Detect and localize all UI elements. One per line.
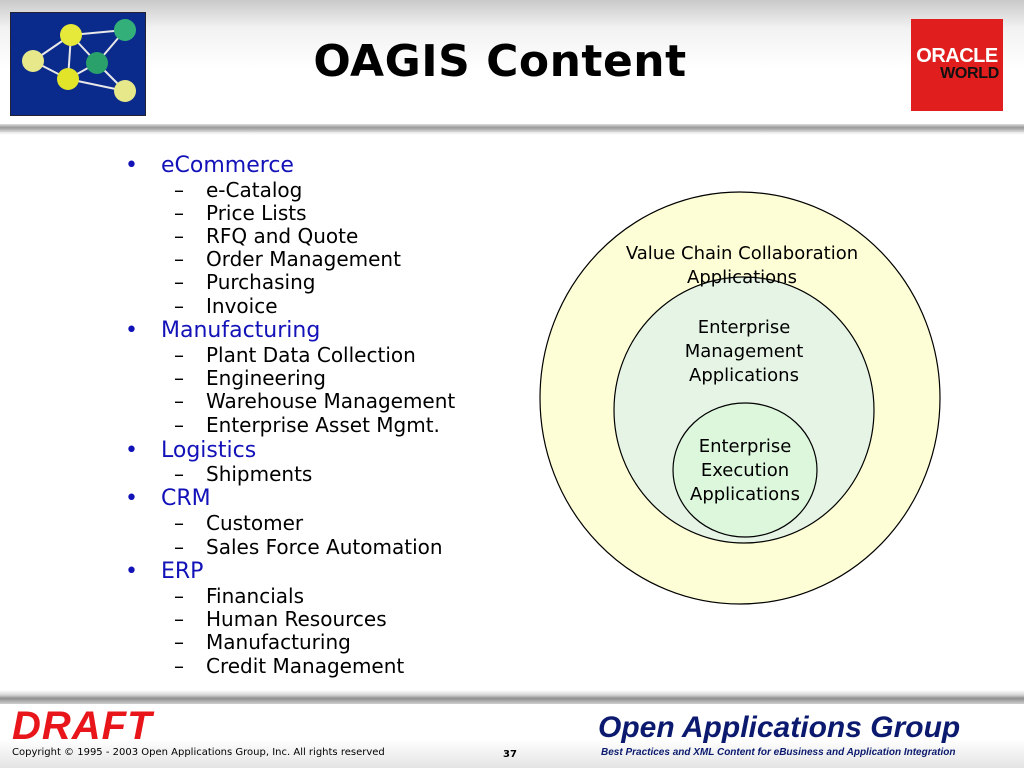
list-item-label: e-Catalog (206, 178, 303, 202)
list-item: –Order Management (174, 247, 401, 271)
outer-circle-label: Value Chain Collaboration Applications (590, 242, 894, 290)
page-title: OAGIS Content (313, 36, 687, 87)
list-item-label: Plant Data Collection (206, 343, 416, 367)
list-item-label: Enterprise Asset Mgmt. (206, 413, 440, 437)
list-item-label: Invoice (206, 294, 278, 318)
brand-badge-line1: ORACLE (916, 45, 998, 67)
brand-badge-line2: WORLD (940, 65, 999, 82)
list-item-label: Human Resources (206, 607, 387, 631)
bullet-heading: • eCommerce (125, 153, 294, 179)
list-item: –Engineering (174, 366, 326, 390)
bullet-heading-label: eCommerce (161, 153, 294, 178)
list-item: –Human Resources (174, 607, 387, 631)
list-item-label: Credit Management (206, 654, 405, 678)
list-item-label: Shipments (206, 462, 313, 486)
bullet-heading-label: ERP (161, 559, 204, 584)
list-item: –Credit Management (174, 654, 405, 678)
list-item-label: Purchasing (206, 270, 316, 294)
bullet-heading: • ERP (125, 559, 203, 585)
bullet-dot: • (125, 318, 138, 343)
middle-circle-label-line2: Management (684, 341, 804, 362)
list-item: –RFQ and Quote (174, 224, 359, 248)
organization-name: Open Applications Group (598, 711, 961, 744)
inner-circle (672, 402, 818, 538)
nested-circles-diagram: Value Chain Collaboration Applications E… (536, 188, 946, 610)
bullet-heading: • CRM (125, 486, 211, 512)
bullet-dot: • (125, 438, 138, 463)
inner-circle-label: Enterprise Execution Applications (670, 435, 820, 507)
outer-circle-label-line2: Applications (687, 267, 797, 288)
bullet-heading: • Logistics (125, 438, 256, 464)
list-item: –Purchasing (174, 270, 316, 294)
inner-circle-label-line1: Enterprise (698, 436, 792, 457)
page-number: 37 (503, 749, 517, 760)
middle-circle-label-line1: Enterprise (697, 317, 791, 338)
copyright-notice: Copyright © 1995 - 2003 Open Application… (12, 747, 385, 758)
middle-circle-label: Enterprise Management Applications (644, 316, 844, 388)
list-item: –Warehouse Management (174, 389, 456, 413)
list-item: –Plant Data Collection (174, 343, 416, 367)
bullet-dot: • (125, 153, 138, 178)
inner-circle-label-line2: Execution (700, 460, 790, 481)
list-item-label: Order Management (206, 247, 401, 271)
oracle-world-logo: ORACLE WORLD (911, 19, 1003, 111)
list-item-label: Financials (206, 584, 304, 608)
list-item-label: RFQ and Quote (206, 224, 359, 248)
list-item: –e-Catalog (174, 178, 303, 202)
outer-circle-label-line1: Value Chain Collaboration (625, 243, 859, 264)
list-item: –Financials (174, 584, 304, 608)
header-band (0, 0, 1024, 128)
bullet-heading-label: Manufacturing (161, 318, 321, 343)
list-item-label: Sales Force Automation (206, 535, 443, 559)
list-item-label: Warehouse Management (206, 389, 456, 413)
bullet-heading-label: Logistics (161, 438, 257, 463)
list-item-label: Price Lists (206, 201, 307, 225)
list-item: –Invoice (174, 294, 278, 318)
draft-watermark: DRAFT (12, 704, 153, 748)
list-item: –Customer (174, 511, 304, 535)
list-item: –Sales Force Automation (174, 535, 443, 559)
network-nodes-icon (10, 12, 146, 116)
list-item-label: Customer (206, 511, 304, 535)
list-item-label: Manufacturing (206, 630, 351, 654)
bullet-dot: • (125, 559, 138, 584)
list-item: –Price Lists (174, 201, 307, 225)
list-item: –Manufacturing (174, 630, 351, 654)
list-item: –Shipments (174, 462, 313, 486)
bullet-heading-label: CRM (161, 486, 211, 511)
header-divider (0, 124, 1024, 135)
bullet-dot: • (125, 486, 138, 511)
footer-divider (0, 690, 1024, 704)
footer-band (0, 704, 1024, 768)
logo-graphic (22, 19, 136, 102)
list-item: –Enterprise Asset Mgmt. (174, 413, 440, 437)
organization-tagline: Best Practices and XML Content for eBusi… (601, 747, 956, 758)
diagram-graphic (539, 191, 941, 605)
middle-circle-label-line3: Applications (689, 365, 799, 386)
bullet-heading: • Manufacturing (125, 318, 320, 344)
inner-circle-label-line3: Applications (690, 484, 800, 505)
list-item-label: Engineering (206, 366, 326, 390)
